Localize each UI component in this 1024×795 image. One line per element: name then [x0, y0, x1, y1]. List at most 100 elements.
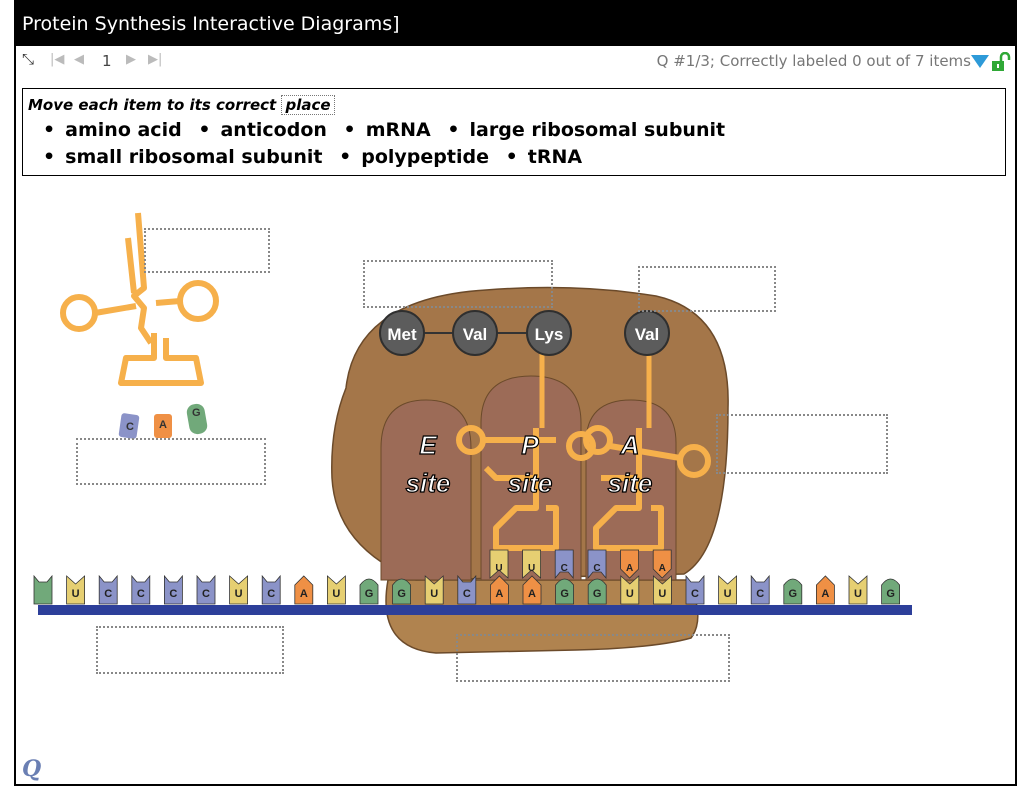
base-letter: G: [365, 588, 374, 600]
last-page-icon[interactable]: ▶|: [148, 52, 163, 67]
a-site-anticodon-base: A: [652, 549, 672, 579]
label-item[interactable]: anticodon: [198, 117, 326, 144]
label-item[interactable]: large ribosomal subunit: [447, 117, 726, 144]
mrna-base: U: [718, 575, 737, 605]
mrna-base: U: [327, 575, 346, 605]
drop-zone-1[interactable]: [144, 228, 270, 273]
amino-acid-chain: Met Val Lys Val: [379, 310, 670, 356]
label-item[interactable]: tRNA: [506, 144, 582, 171]
base-letter: A: [821, 588, 829, 600]
mrna-base: C: [685, 574, 705, 605]
mrna-base: G: [359, 578, 379, 605]
mrna-base: C: [750, 574, 770, 605]
base-letter: C: [593, 563, 600, 574]
next-page-icon[interactable]: ▶: [126, 52, 136, 67]
amino-acid-label: Val: [463, 325, 488, 344]
drop-zone-4[interactable]: [76, 438, 266, 485]
drop-zone-7[interactable]: [456, 634, 730, 682]
base-letter: C: [137, 588, 145, 600]
mrna-base: G: [881, 578, 900, 605]
unlock-icon[interactable]: [991, 52, 1011, 72]
mrna-base: A: [522, 575, 542, 605]
mrna-base: A: [490, 575, 509, 605]
base-letter: G: [886, 588, 895, 600]
mrna-base: A: [816, 575, 835, 605]
e-site-pocket: [380, 399, 472, 581]
amino-acid-ball: [452, 310, 498, 356]
instructions-boxed-word: place: [281, 95, 335, 115]
drop-zone-3[interactable]: [638, 266, 776, 312]
nav-toolbar: ⤡ |◀ ◀ 1 ▶ ▶| Q #1/3; Correctly labeled …: [16, 50, 1015, 74]
label-item[interactable]: polypeptide: [339, 144, 489, 171]
base-letter: U: [235, 588, 243, 600]
instructions-panel: Move each item to its correct place amin…: [22, 88, 1006, 176]
free-trna-anticodon: C A G: [118, 403, 208, 439]
expand-icon[interactable]: ⤡: [22, 50, 35, 68]
p-site-letter: P: [521, 430, 539, 460]
mrna-base: U: [424, 575, 444, 605]
base-letter: C: [267, 588, 275, 600]
drop-zone-2[interactable]: [363, 260, 553, 308]
e-site-letter: E: [419, 430, 437, 460]
drop-zone-5[interactable]: [716, 414, 888, 474]
instructions-prefix: Move each item to its correct: [28, 96, 277, 114]
base-letter: G: [789, 588, 798, 600]
mrna-base: U: [848, 575, 868, 605]
instructions-title: Move each item to its correct place: [28, 95, 335, 115]
p-site-anticodon-base: U: [489, 549, 509, 579]
base-letter: A: [659, 563, 666, 574]
drop-zone-6[interactable]: [96, 626, 284, 674]
a-site-trna: [583, 425, 711, 551]
first-page-icon[interactable]: |◀: [50, 52, 65, 67]
dropdown-icon[interactable]: [971, 55, 989, 68]
p-site-trna: [456, 425, 596, 551]
base-letter: G: [593, 588, 602, 600]
base-letter: G: [397, 588, 406, 600]
base-letter: A: [300, 588, 308, 600]
amino-acid-ball: [526, 310, 572, 356]
base-letter: C: [756, 588, 764, 600]
base-letter: C: [561, 563, 568, 574]
label-item[interactable]: amino acid: [43, 117, 182, 144]
label-item[interactable]: small ribosomal subunit: [43, 144, 322, 171]
base-letter: C: [104, 588, 112, 600]
label-item-list: amino acid anticodon mRNA large ribosoma…: [43, 117, 993, 171]
base-letter: U: [724, 588, 732, 600]
mrna-base: U: [66, 575, 85, 605]
diagram-area: Met Val Lys Val E site P site A site: [16, 178, 1016, 768]
base-letter: G: [560, 588, 569, 600]
mrna-base: C: [196, 574, 216, 605]
base-letter: U: [528, 563, 535, 574]
base-letter: U: [658, 588, 666, 600]
anticodon-base: A: [159, 419, 167, 431]
a-site-letter: A: [620, 430, 640, 460]
base-letter: C: [463, 588, 471, 600]
base-letter: U: [332, 588, 340, 600]
mrna-base: U: [229, 575, 248, 605]
a-site-anticodon-base: C: [587, 549, 607, 580]
mrna-base: G: [555, 578, 574, 605]
base-letter: U: [495, 563, 502, 574]
q-logo: Q: [22, 756, 42, 782]
mrna-base: C: [457, 574, 477, 605]
anticodon-base: C: [126, 421, 134, 433]
site-labels: E site P site A site: [405, 429, 653, 498]
base-letter: A: [626, 563, 633, 574]
amino-acid-ball: [379, 310, 425, 356]
title-bar: Protein Synthesis Interactive Diagrams]: [16, 2, 1015, 46]
base-letter: U: [430, 588, 438, 600]
base-letter: A: [528, 588, 536, 600]
mrna-base: C: [131, 574, 151, 605]
prev-page-icon[interactable]: ◀: [74, 52, 84, 67]
label-item[interactable]: mRNA: [344, 117, 431, 144]
mrna-base: C: [261, 574, 281, 605]
anticodon-base: G: [192, 407, 201, 419]
e-site-word: site: [406, 468, 451, 498]
a-site-anticodon-base: A: [620, 549, 639, 579]
mrna-base: A: [294, 575, 314, 605]
mrna-base: G: [587, 578, 607, 605]
status-text: Q #1/3; Correctly labeled 0 out of 7 ite…: [656, 52, 971, 70]
mrna-base: C: [98, 574, 118, 605]
